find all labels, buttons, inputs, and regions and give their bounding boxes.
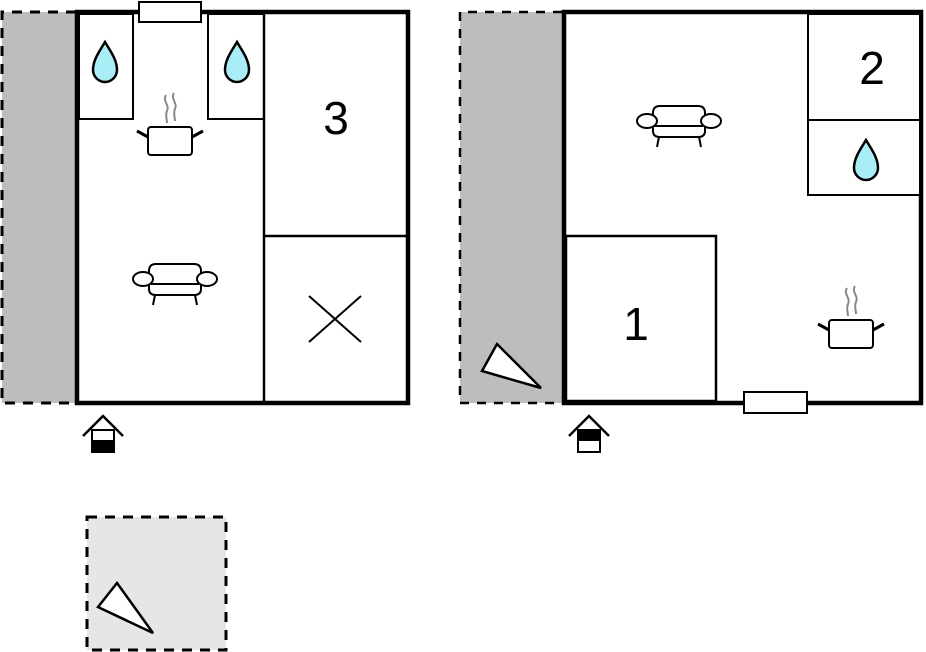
window <box>743 391 808 414</box>
terrace-right <box>460 12 562 403</box>
bedroom-2 <box>807 13 921 121</box>
bedroom-1 <box>564 234 718 403</box>
sun-lounger-icon <box>96 580 155 635</box>
left-floor: 3 <box>0 1 411 454</box>
terrace-left <box>2 12 76 403</box>
patio <box>85 515 228 652</box>
right-floor: 2 1 <box>458 9 924 454</box>
room-label-3: 3 <box>323 92 349 144</box>
sun-lounger-icon <box>480 341 542 390</box>
room-label-2: 2 <box>859 42 885 94</box>
window <box>138 1 202 23</box>
room-label-1: 1 <box>623 298 649 350</box>
cross-icon <box>308 295 362 343</box>
